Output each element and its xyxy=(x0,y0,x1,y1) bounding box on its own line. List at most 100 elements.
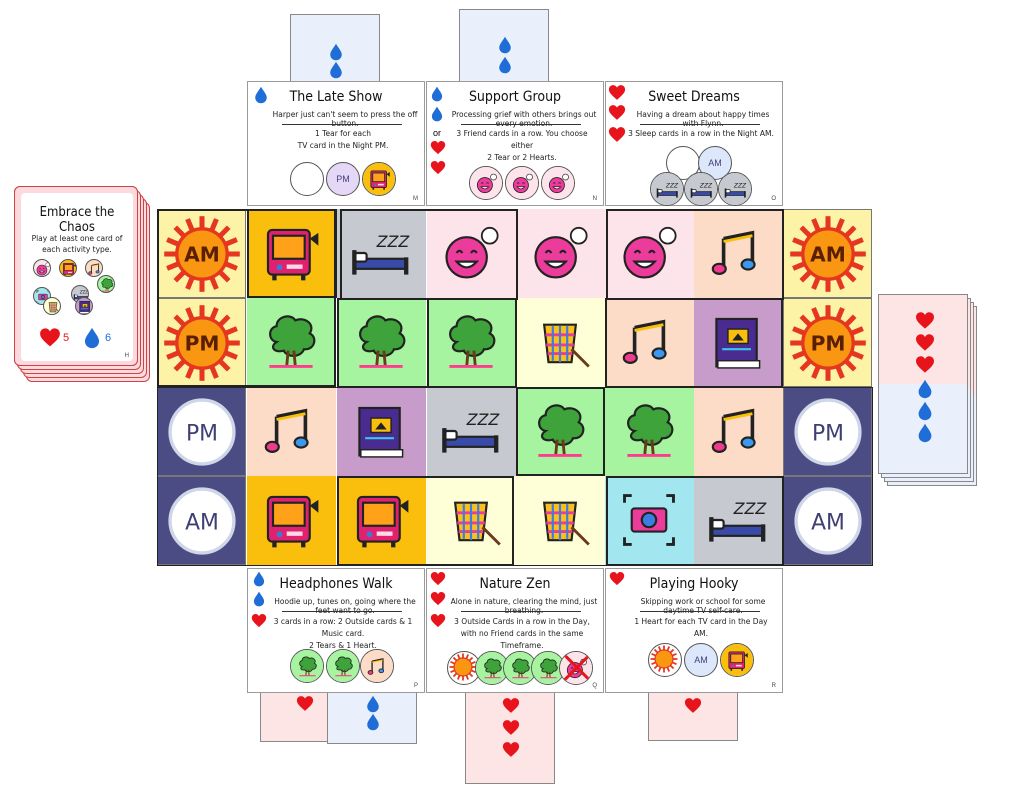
heart-icon xyxy=(608,126,626,144)
tile-tv[interactable] xyxy=(247,476,336,565)
tile-sleep[interactable]: ZZZ xyxy=(694,476,783,565)
card-title: Nature Zen xyxy=(479,576,551,592)
heart-icon xyxy=(684,697,702,715)
tear-icon xyxy=(429,86,445,102)
tile-book[interactable] xyxy=(337,387,426,476)
card-flavor: Having a dream about happy times with Fl… xyxy=(636,110,770,128)
svg-text:PM: PM xyxy=(185,332,220,356)
reward-card-2-tears[interactable] xyxy=(327,688,417,744)
tile-tv[interactable] xyxy=(247,209,336,298)
outside-icon xyxy=(97,275,115,293)
tile-music[interactable] xyxy=(605,298,694,387)
tile-craft[interactable] xyxy=(516,476,605,565)
tear-icon xyxy=(915,379,935,399)
heart-icon xyxy=(609,571,625,587)
card-rule: 3 Friend cards in a row. You choose eith… xyxy=(456,129,588,162)
friend-icon xyxy=(505,166,539,200)
outside-icon xyxy=(503,651,537,685)
book-icon xyxy=(75,297,93,315)
svg-text:ZZZ: ZZZ xyxy=(376,232,411,251)
tear-icon xyxy=(327,61,345,79)
divider xyxy=(282,124,402,125)
tear-icon xyxy=(252,86,270,104)
moon-am-label: AM xyxy=(157,476,246,565)
tear-icon xyxy=(364,713,382,731)
svg-text:AM: AM xyxy=(810,243,846,267)
card-rule: 3 Outside Cards in a row in the Day, wit… xyxy=(454,617,590,650)
tile-music[interactable] xyxy=(694,387,783,476)
card-rule: 1 Heart for each TV card in the Day AM. xyxy=(634,617,768,638)
tv-icon xyxy=(59,259,77,277)
music-icon xyxy=(85,259,103,277)
tear-icon xyxy=(364,695,382,713)
tile-book[interactable] xyxy=(694,298,783,387)
card-flavor: Alone in nature, clearing the mind, just… xyxy=(450,597,598,615)
reward-card-3-hearts[interactable] xyxy=(465,688,555,784)
svg-text:AM: AM xyxy=(185,510,219,535)
tile-outside[interactable] xyxy=(427,298,516,387)
tile-friend[interactable] xyxy=(516,209,605,298)
card-letter: R xyxy=(771,683,776,689)
heart-icon xyxy=(502,719,520,737)
tile-outside[interactable] xyxy=(337,298,426,387)
card-letter: M xyxy=(413,196,418,202)
card-rule: 3 cards in a row: 2 Outside cards & 1 Mu… xyxy=(273,617,413,650)
card-letter: N xyxy=(592,196,597,202)
svg-text:ZZZ: ZZZ xyxy=(733,182,747,189)
tile-music[interactable] xyxy=(247,387,336,476)
sleep-icon: ZZZ xyxy=(650,172,684,206)
reward-stack-card[interactable] xyxy=(878,294,968,474)
craft-icon xyxy=(43,297,61,315)
tear-icon xyxy=(429,106,445,122)
tile-sleep[interactable]: ZZZ xyxy=(337,209,426,298)
tile-music[interactable] xyxy=(694,209,783,298)
tile-craft[interactable] xyxy=(427,476,516,565)
photo-icon xyxy=(33,287,51,305)
tile-friend[interactable] xyxy=(427,209,516,298)
am-chip: AM xyxy=(684,643,718,677)
tile-craft[interactable] xyxy=(516,298,605,387)
heart-icon xyxy=(915,333,935,353)
hearts-value: 5 xyxy=(63,332,70,344)
tile-photo[interactable] xyxy=(605,476,694,565)
tile-outside[interactable] xyxy=(247,298,336,387)
outside-icon xyxy=(531,651,565,685)
reward-card-2-tears[interactable] xyxy=(290,14,380,84)
friend-icon xyxy=(469,166,503,200)
card-title: Headphones Walk xyxy=(279,576,393,592)
svg-text:PM: PM xyxy=(186,421,218,446)
reward-card-2-tears[interactable] xyxy=(459,9,549,84)
svg-text:ZZZ: ZZZ xyxy=(79,290,88,295)
no-friend-icon xyxy=(559,651,593,685)
heart-icon xyxy=(430,140,446,156)
svg-text:AM: AM xyxy=(811,510,845,535)
heart-icon xyxy=(296,695,314,713)
tile-tv[interactable] xyxy=(337,476,426,565)
side-card-rule: Play at least one card of each activity … xyxy=(31,234,123,254)
or-label: or xyxy=(433,128,442,138)
card-title: Playing Hooky xyxy=(649,576,739,592)
tile-outside[interactable] xyxy=(605,387,694,476)
tile-outside[interactable] xyxy=(516,387,605,476)
card-rule: 1 Tear for each TV card in the Night PM. xyxy=(297,129,389,150)
tile-friend[interactable] xyxy=(605,209,694,298)
svg-text:PM: PM xyxy=(811,332,846,356)
card-flavor: Skipping work or school for some daytime… xyxy=(640,597,766,615)
tile-sleep[interactable]: ZZZ xyxy=(427,387,516,476)
tear-icon xyxy=(251,571,267,587)
card-flavor: Hoodie up, tunes on, going where the fee… xyxy=(274,597,416,615)
side-card-letter: H xyxy=(124,353,129,359)
sun-icon xyxy=(648,643,682,677)
sun-am-label: AM xyxy=(157,209,246,298)
card-title: The Late Show xyxy=(289,89,383,105)
reward-card-heart[interactable] xyxy=(648,688,738,741)
heart-icon xyxy=(251,613,267,629)
